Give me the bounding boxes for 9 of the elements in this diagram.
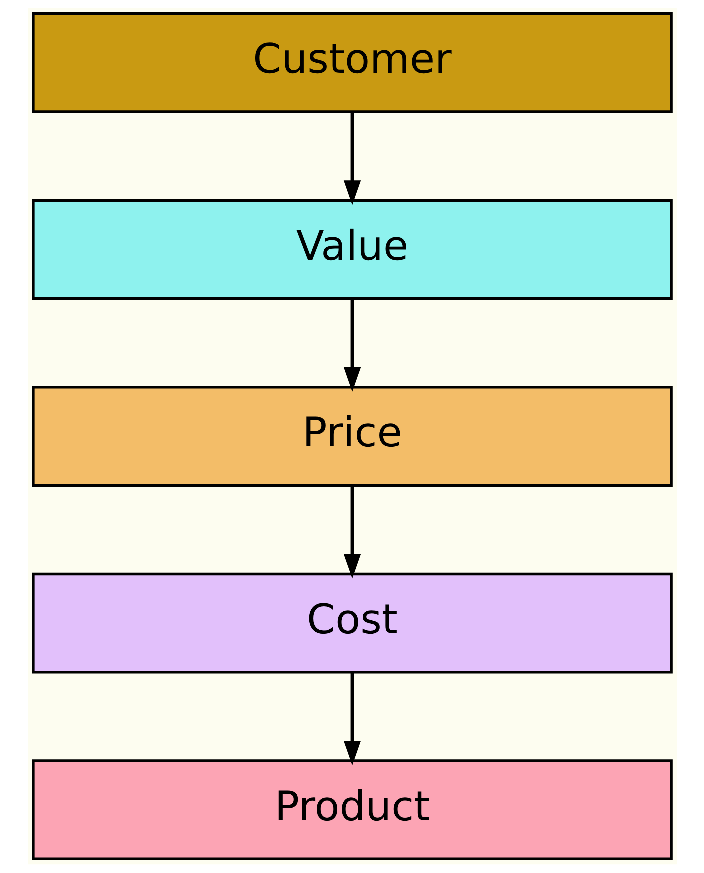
arrow	[343, 298, 361, 392]
arrow	[343, 486, 361, 579]
node-box: Product	[32, 760, 672, 861]
node-box: Customer	[32, 12, 672, 114]
node-box: Price	[32, 386, 672, 487]
node-box: Cost	[32, 572, 672, 674]
node-box: Value	[32, 199, 672, 300]
arrow	[343, 112, 361, 206]
arrow	[343, 672, 361, 766]
